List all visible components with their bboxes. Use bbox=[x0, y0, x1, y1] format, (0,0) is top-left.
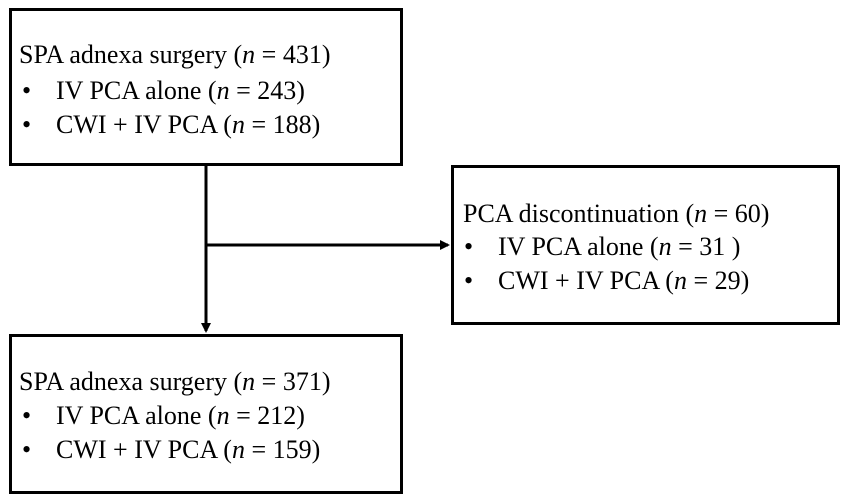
item-suffix: = 212) bbox=[229, 401, 305, 430]
item-prefix: CWI + IV PCA ( bbox=[498, 266, 674, 295]
bullet: • bbox=[22, 110, 32, 139]
title-n: n bbox=[242, 367, 256, 396]
item-suffix: = 159) bbox=[244, 435, 321, 464]
item-n: n bbox=[231, 435, 245, 464]
bullet: • bbox=[22, 76, 32, 105]
list-item: • IV PCA alone (n = 31 ) bbox=[464, 232, 740, 262]
bullet: • bbox=[464, 266, 474, 295]
item-prefix: CWI + IV PCA ( bbox=[56, 435, 232, 464]
bullet: • bbox=[464, 232, 474, 261]
item-prefix: IV PCA alone ( bbox=[56, 76, 217, 105]
list-item: • CWI + IV PCA (n = 29) bbox=[464, 266, 749, 296]
item-n: n bbox=[216, 76, 230, 105]
box-final-cohort-title: SPA adnexa surgery (n = 371) bbox=[19, 367, 331, 397]
box-initial-cohort: SPA adnexa surgery (n = 431) •IV PCA alo… bbox=[9, 8, 403, 166]
item-suffix: = 243) bbox=[229, 76, 305, 105]
item-prefix: IV PCA alone ( bbox=[56, 401, 217, 430]
title-prefix: SPA adnexa surgery ( bbox=[19, 367, 243, 396]
item-n: n bbox=[673, 266, 687, 295]
box-discontinuation-title: PCA discontinuation (n = 60) bbox=[463, 199, 769, 229]
title-suffix: = 371) bbox=[255, 367, 331, 396]
bullet: • bbox=[22, 435, 32, 464]
title-n: n bbox=[694, 199, 708, 228]
list-item: • CWI + IV PCA (n = 159) bbox=[22, 435, 320, 465]
item-n: n bbox=[658, 232, 672, 261]
item-prefix: CWI + IV PCA ( bbox=[56, 110, 232, 139]
title-prefix: SPA adnexa surgery ( bbox=[19, 40, 243, 69]
item-n: n bbox=[216, 401, 230, 430]
list-item: • CWI + IV PCA (n = 188) bbox=[22, 110, 320, 140]
box-discontinuation: PCA discontinuation (n = 60) •IV PCA alo… bbox=[451, 165, 840, 325]
item-n: n bbox=[231, 110, 245, 139]
list-item: • IV PCA alone (n = 243) bbox=[22, 76, 305, 106]
title-prefix: PCA discontinuation ( bbox=[463, 199, 695, 228]
box-final-cohort: SPA adnexa surgery (n = 371) •IV PCA alo… bbox=[9, 334, 403, 494]
box-initial-cohort-title: SPA adnexa surgery (n = 431) bbox=[19, 40, 331, 70]
list-item: • IV PCA alone (n = 212) bbox=[22, 401, 305, 431]
bullet: • bbox=[22, 401, 32, 430]
item-prefix: IV PCA alone ( bbox=[498, 232, 659, 261]
title-suffix: = 431) bbox=[255, 40, 331, 69]
item-suffix: = 29) bbox=[686, 266, 750, 295]
title-suffix: = 60) bbox=[707, 199, 770, 228]
item-suffix: = 31 ) bbox=[671, 232, 741, 261]
title-n: n bbox=[242, 40, 256, 69]
item-suffix: = 188) bbox=[244, 110, 321, 139]
